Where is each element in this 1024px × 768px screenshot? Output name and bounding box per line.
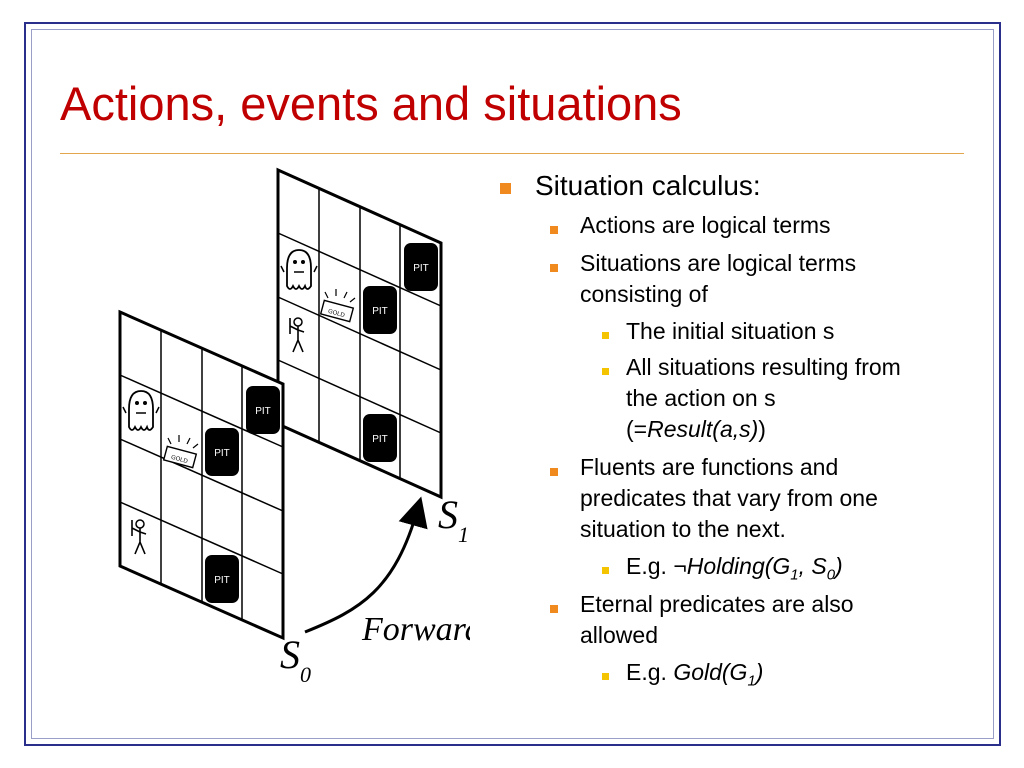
bullet-situation-calculus: Situation calculus:: [535, 170, 761, 201]
bullet-fluents-line3: situation to the next.: [580, 516, 786, 542]
bullet-actions: Actions are logical terms: [580, 212, 831, 238]
bullet-all-situations-line2: the action on s: [626, 385, 776, 411]
bullet-marker: [550, 226, 558, 234]
pit-icon: PIT: [404, 243, 438, 291]
bullet-eternal-line1: Eternal predicates are also: [580, 591, 854, 617]
pit-icon: PIT: [246, 386, 280, 434]
forward-arrow: [304, 496, 428, 634]
bullet-situations-line1: Situations are logical terms: [580, 250, 857, 276]
bullet-initial-situation: The initial situation s: [626, 318, 835, 344]
bullet-all-situations-line3: (=Result(a,s)): [626, 416, 766, 442]
bullet-situations-line2: consisting of: [580, 281, 708, 307]
svg-text:GOLD: GOLD: [327, 309, 346, 319]
s1-label: S1: [438, 492, 469, 547]
bullet-fluents-line1: Fluents are functions and: [580, 454, 839, 480]
pit-icon: PIT: [205, 428, 239, 476]
agent-icon: [289, 317, 305, 353]
slide-frame-inner: [31, 29, 994, 739]
title-divider: [60, 153, 964, 154]
bullet-marker: [550, 605, 558, 613]
slide-frame-outer: [24, 22, 1001, 746]
gold-icon: GOLD: [162, 435, 199, 469]
bullet-all-situations-line1: All situations resulting from: [626, 354, 901, 380]
bullet-fluents-line2: predicates that vary from one: [580, 485, 878, 511]
bullet-marker: [602, 673, 609, 680]
wumpus-world-figure: PIT PIT PIT PIT PIT PIT GOLD: [118, 167, 470, 687]
wumpus-icon: [280, 249, 318, 290]
svg-text:PIT: PIT: [372, 306, 388, 317]
bullet-eternal-line2: allowed: [580, 622, 658, 648]
s0-label: S0: [280, 632, 311, 687]
gold-icon: GOLD: [319, 289, 356, 323]
bullet-marker: [500, 183, 511, 194]
bullet-marker: [602, 332, 609, 339]
wumpus-icon: [122, 390, 160, 431]
bullet-example-holding: E.g. ¬Holding(G1, S0): [626, 553, 843, 584]
svg-text:PIT: PIT: [413, 263, 429, 274]
bullet-marker: [602, 567, 609, 574]
agent-icon: [131, 519, 147, 555]
forward-label: Forward: [361, 611, 470, 648]
svg-text:PIT: PIT: [372, 434, 388, 445]
svg-text:PIT: PIT: [255, 406, 271, 417]
bullet-marker: [602, 368, 609, 375]
bullet-marker: [550, 264, 558, 272]
bullet-marker: [550, 468, 558, 476]
pit-icon: PIT: [363, 414, 397, 462]
bullet-example-gold: E.g. Gold(G1): [626, 659, 764, 690]
pit-icon: PIT: [205, 555, 239, 603]
pit-icon: PIT: [363, 286, 397, 334]
grid-s1: [276, 167, 443, 500]
svg-text:GOLD: GOLD: [170, 455, 189, 465]
grid-s0: [118, 309, 285, 641]
svg-text:PIT: PIT: [214, 448, 230, 459]
slide-title: Actions, events and situations: [60, 77, 682, 130]
svg-text:PIT: PIT: [214, 575, 230, 586]
